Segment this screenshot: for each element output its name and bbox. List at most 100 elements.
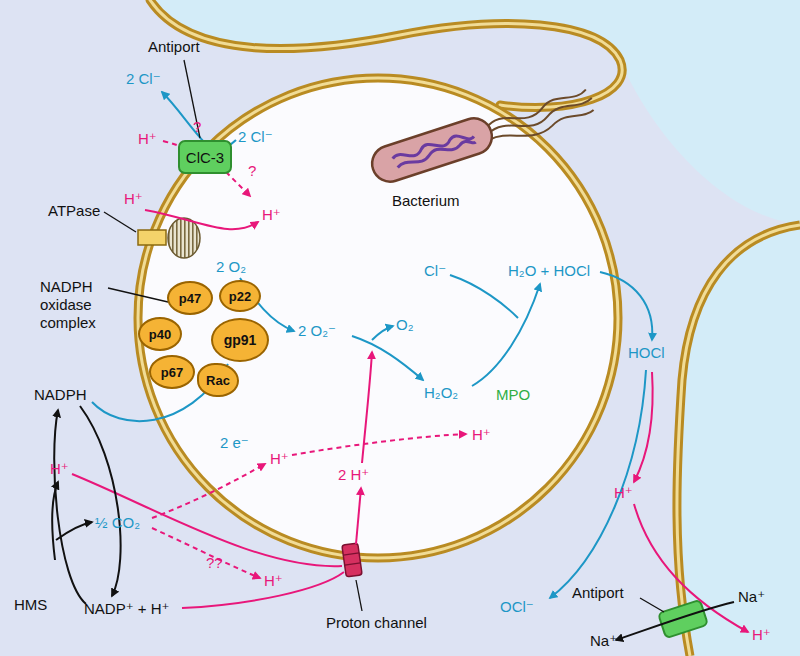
annotation: H⁺: [752, 626, 771, 644]
node-label: Rac: [206, 373, 230, 388]
oxidase-subunit: p40: [138, 317, 182, 351]
annotation: MPO: [496, 386, 530, 404]
annotation: Cl⁻: [424, 262, 446, 280]
annotation: ??: [206, 554, 223, 572]
co2-proton: [152, 528, 260, 578]
annotation: H₂O + HOCl: [508, 262, 590, 280]
bacterial-cell: [367, 114, 496, 187]
annotation: H⁺: [262, 206, 281, 224]
co2-proton: [152, 464, 265, 518]
annotation: 2 O₂: [216, 258, 246, 276]
annotation: ATPase: [48, 202, 100, 220]
antiport-proton: [634, 504, 748, 632]
flagellum: [489, 106, 595, 149]
leader-line: [108, 288, 168, 302]
oxidase-subunit: p67: [149, 355, 195, 389]
proton-dashed: [226, 172, 250, 196]
annotation: Na⁺: [590, 632, 617, 650]
annotation: ?: [193, 118, 201, 136]
hms-regeneration: [54, 410, 86, 604]
hocl-release: [600, 272, 652, 340]
oxidase-subunit: Rac: [197, 363, 239, 397]
annotation: H⁺: [472, 426, 491, 444]
leader-line: [104, 212, 136, 232]
node-label: p40: [149, 327, 171, 342]
leader-line: [640, 598, 664, 612]
oxygen-release: [372, 326, 393, 340]
annotation: H⁺: [614, 484, 633, 502]
hms-co2: [56, 522, 92, 540]
node-label: p47: [179, 291, 201, 306]
nadph-oxidation: [80, 406, 121, 596]
dismutation: [352, 336, 423, 380]
plasma-membrane: [677, 225, 800, 656]
annotation: NADPH oxidase complex: [40, 278, 126, 332]
hms-proton: [72, 474, 342, 566]
proton-consumption: [362, 352, 372, 463]
oxidase-subunit: p47: [167, 281, 213, 315]
hypochlorite-dissociation: [550, 370, 646, 598]
annotation: 2 H⁺: [338, 466, 369, 484]
black-arrows: [52, 406, 734, 640]
nadp-proton: [182, 572, 344, 608]
annotation: H⁺: [270, 450, 289, 468]
channel-body: [342, 543, 362, 577]
proton-channel: [342, 543, 362, 577]
node-label: p22: [229, 289, 251, 304]
annotation: H₂O₂: [424, 384, 458, 402]
atpase-proton: [145, 210, 258, 229]
annotation: H⁺: [50, 460, 69, 478]
annotation: 2 Cl⁻: [126, 70, 161, 88]
leader-line: [356, 580, 362, 611]
annotation: 2 O₂⁻: [298, 322, 336, 340]
annotation: Proton channel: [326, 614, 427, 632]
annotation: HOCl: [628, 344, 665, 362]
annotation: Bacterium: [392, 192, 460, 210]
plasma-membrane: [677, 225, 800, 656]
sodium-flow: [616, 602, 734, 640]
annotation: 2 e⁻: [220, 434, 249, 452]
bacterium: [367, 81, 597, 186]
annotation: HMS: [14, 596, 47, 614]
hms-proton: [52, 482, 58, 560]
atpase: [138, 218, 200, 258]
atpase-head: [168, 218, 200, 258]
annotation: H⁺: [138, 130, 157, 148]
annotation: H⁺: [124, 190, 143, 208]
annotation: NADPH: [34, 386, 87, 404]
teal-arrows: [92, 92, 652, 598]
channel-proton: [356, 488, 361, 544]
channel-bands: [343, 553, 360, 565]
node-label: ClC-3: [186, 149, 224, 166]
annotation: Antiport: [148, 38, 200, 56]
phagosome-membrane: [138, 78, 618, 558]
annotation: NADP⁺ + H⁺: [84, 600, 169, 618]
annotation: O₂: [396, 316, 414, 334]
chloride-input: [450, 275, 518, 318]
oxidase-subunit: gp91: [211, 318, 269, 362]
extracellular-space: [677, 225, 800, 656]
oxidase-subunit: p22: [219, 280, 261, 312]
node-label: gp91: [224, 332, 257, 348]
antiporter-box: ClC-3: [178, 140, 232, 174]
nucleoid: [392, 130, 476, 169]
hocl-proton: [634, 372, 653, 482]
annotation: ½ CO₂: [95, 514, 140, 532]
phagosome: [138, 78, 618, 558]
annotation: Antiport: [572, 584, 624, 602]
proton-dashed: [292, 434, 466, 455]
na-h-antiporter: [658, 600, 708, 638]
annotation: Na⁺: [738, 588, 765, 606]
annotation: OCl⁻: [500, 598, 534, 616]
mpo-reaction: [472, 284, 540, 386]
annotation: 2 Cl⁻: [238, 128, 273, 146]
atpase-stalk: [138, 230, 166, 245]
annotation: H⁺: [264, 572, 283, 590]
annotation: ?: [248, 162, 256, 180]
node-label: p67: [161, 365, 183, 380]
proton-arrows: [72, 141, 748, 632]
leader-lines: [104, 60, 664, 612]
